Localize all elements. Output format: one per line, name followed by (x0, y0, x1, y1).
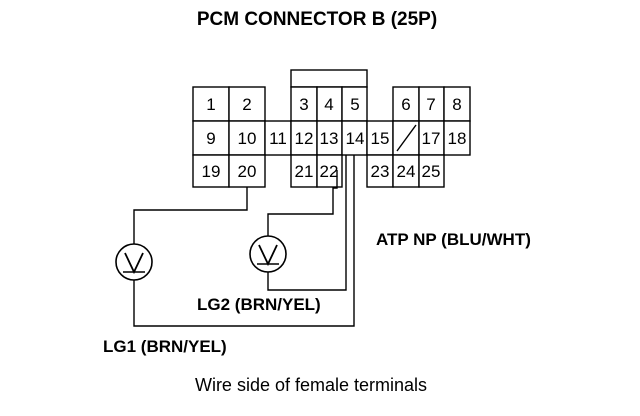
pin-label-17: 17 (422, 129, 441, 148)
pin-label-18: 18 (448, 129, 467, 148)
voltmeter-circle (115, 243, 153, 281)
pin-cell-1 (192, 86, 230, 122)
lg2-label: LG2 (BRN/YEL) (197, 295, 321, 314)
pin-cell-21 (290, 154, 318, 188)
pin-label-21: 21 (295, 162, 314, 181)
pin-label-3: 3 (299, 95, 308, 114)
pin-label-10: 10 (238, 129, 257, 148)
pin-label-6: 6 (401, 95, 410, 114)
pin-cell-14 (341, 120, 368, 156)
pin-cell-15 (366, 120, 394, 156)
pin-label-5: 5 (350, 95, 359, 114)
diagram-caption: Wire side of female terminals (195, 375, 427, 395)
pin-label-7: 7 (426, 95, 435, 114)
pin-cell-18 (443, 120, 471, 156)
pin-cell-8 (443, 86, 471, 122)
connector-body (192, 69, 471, 188)
pin-numbers: 1 2 3 4 5 6 7 8 9 10 11 12 13 14 15 17 1… (202, 95, 467, 181)
pin-cell-3 (290, 86, 318, 122)
voltmeter-circle (249, 235, 287, 273)
pin-cell-25 (418, 154, 445, 188)
wire-meter2-to-pin14 (267, 155, 347, 291)
pin-cell-22 (316, 154, 343, 188)
pin-label-19: 19 (202, 162, 221, 181)
atp-np-label: ATP NP (BLU/WHT) (376, 230, 531, 249)
pin-label-20: 20 (238, 162, 257, 181)
pin-cell-12 (290, 120, 318, 156)
pin-cell-11 (264, 120, 292, 156)
lg1-label: LG1 (BRN/YEL) (103, 337, 227, 356)
pin-label-14: 14 (346, 129, 365, 148)
diagram-title: PCM CONNECTOR B (25P) (197, 9, 437, 30)
pin-label-23: 23 (371, 162, 390, 181)
pin-label-11: 11 (269, 129, 287, 148)
connector-lock-tab (290, 69, 368, 88)
pin-label-15: 15 (371, 129, 390, 148)
pin-label-24: 24 (397, 162, 416, 181)
pin-label-2: 2 (242, 95, 251, 114)
pin-cell-24 (392, 154, 420, 188)
pin-label-13: 13 (320, 129, 339, 148)
pin-label-9: 9 (206, 129, 215, 148)
pin-label-1: 1 (206, 95, 215, 114)
wire-meter1-to-pin14 (133, 155, 355, 327)
pin-cell-2 (228, 86, 266, 122)
pin-label-12: 12 (295, 129, 314, 148)
pin-label-25: 25 (422, 162, 441, 181)
pin-cell-19 (192, 154, 230, 188)
pin-label-22: 22 (320, 162, 339, 181)
voltmeter-icon (115, 243, 153, 281)
pin-label-4: 4 (324, 95, 333, 114)
pin-cell-10 (228, 120, 266, 156)
pin-label-8: 8 (452, 95, 461, 114)
voltmeter-icon (249, 235, 287, 273)
pin-16-unused-slash (396, 124, 417, 152)
test-wiring (133, 155, 355, 327)
wire-pin22-to-meter2 (267, 170, 338, 236)
wire-pin20-to-meter1 (133, 187, 248, 244)
